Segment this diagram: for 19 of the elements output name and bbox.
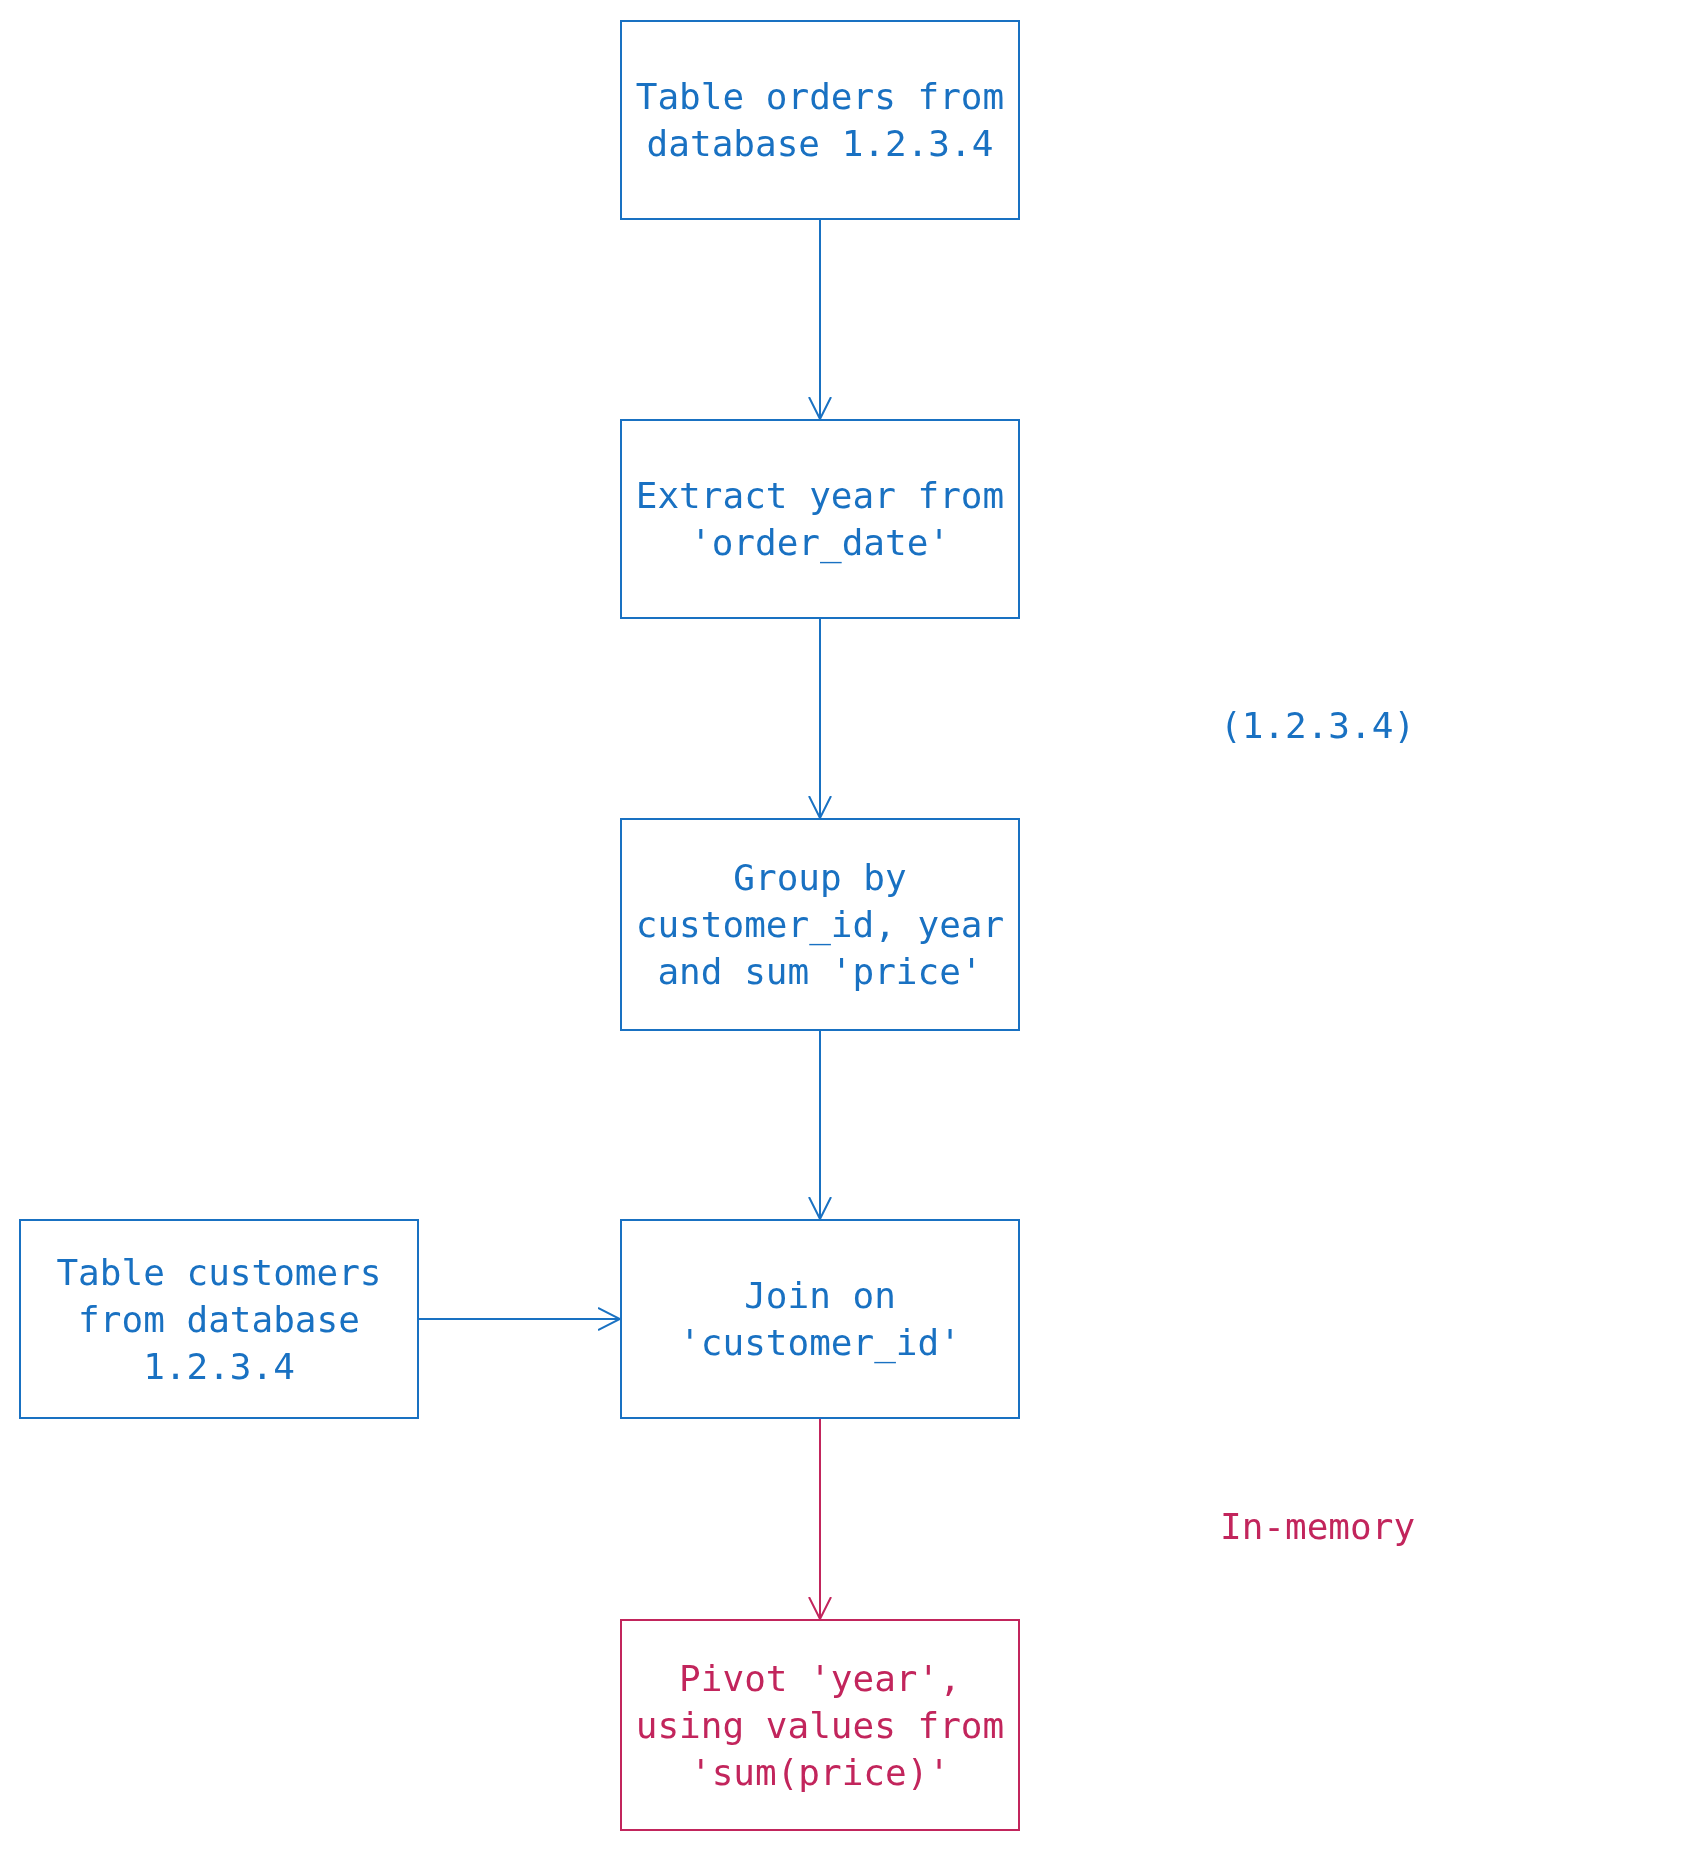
box-text: Group by customer_id, year and sum 'price' (634, 856, 1006, 994)
process-box (19, 1219, 419, 1419)
arrow (418, 1307, 621, 1331)
section-label: In-memory (1220, 1505, 1416, 1549)
process-box (620, 20, 1020, 220)
box-text: Pivot 'year', using values from 'sum(price)' (634, 1656, 1006, 1795)
arrow (808, 1418, 832, 1620)
box-text: Extract year from 'order_date' (634, 474, 1006, 566)
process-box (620, 818, 1020, 1031)
arrow (808, 219, 832, 420)
box-text: Join on 'customer_id' (678, 1274, 962, 1366)
box-text: Table customers from database 1.2.3.4 (55, 1250, 383, 1389)
box-text: Table orders from database 1.2.3.4 (634, 75, 1006, 166)
section-label: (1.2.3.4) (1220, 704, 1416, 748)
arrow (808, 1030, 832, 1220)
arrow (808, 618, 832, 819)
process-box (620, 1219, 1020, 1419)
process-box (620, 1619, 1020, 1831)
process-box (620, 419, 1020, 619)
